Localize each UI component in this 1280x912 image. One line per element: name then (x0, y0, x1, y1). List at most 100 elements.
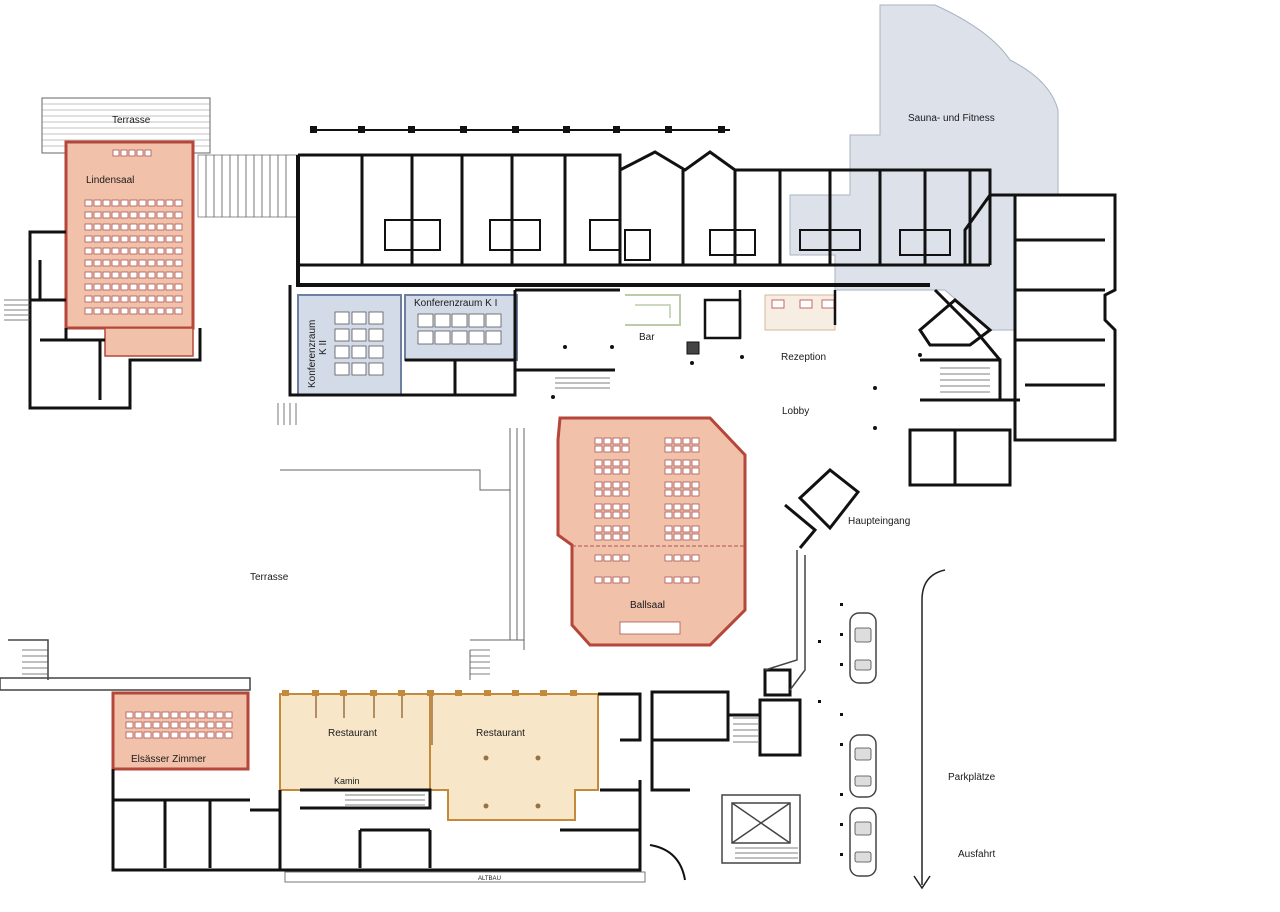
seat-mark (93, 283, 102, 291)
seat-mark (156, 223, 165, 231)
seat-mark (673, 489, 682, 497)
ballsaal-seating (594, 437, 700, 584)
seat-mark (174, 307, 183, 315)
seat-mark (612, 437, 621, 445)
elsasser-zimmer-room[interactable] (111, 691, 250, 771)
seat-mark (120, 149, 128, 157)
ballsaal-room[interactable] (556, 416, 747, 647)
seat-mark (603, 489, 612, 497)
seat-mark (147, 259, 156, 267)
seat-mark (120, 259, 129, 267)
seat-mark (120, 235, 129, 243)
seat-mark (603, 437, 612, 445)
seat-mark (368, 311, 384, 325)
seat-mark (594, 437, 603, 445)
seat-mark (125, 711, 134, 719)
seat-mark (147, 235, 156, 243)
seat-mark (84, 211, 93, 219)
seat-mark (664, 445, 673, 453)
seat-mark (128, 149, 136, 157)
seat-mark (152, 721, 161, 729)
stairs-icon (735, 847, 798, 859)
seat-mark (179, 711, 188, 719)
label-terrace-top: Terrasse (112, 115, 151, 126)
conference-room-k2[interactable] (297, 294, 402, 396)
seat-mark (612, 525, 621, 533)
seat-mark (682, 459, 691, 467)
seat-mark (334, 311, 350, 325)
seat-mark (612, 467, 621, 475)
lindensaal-lower (104, 327, 194, 357)
altbau-outline (284, 871, 646, 883)
seat-mark (594, 554, 603, 562)
seat-mark (621, 459, 630, 467)
seat-mark (691, 481, 700, 489)
seat-mark (156, 199, 165, 207)
seat-mark (138, 259, 147, 267)
sauna-fitness-area[interactable] (789, 4, 1059, 331)
seat-mark (485, 313, 502, 328)
seat-mark (134, 731, 143, 739)
seat-mark (174, 211, 183, 219)
label-rezeption: Rezeption (781, 352, 826, 363)
courtyard-lines (280, 428, 525, 680)
seat-mark (621, 511, 630, 519)
conference-block-walls (288, 285, 620, 397)
seat-mark (147, 211, 156, 219)
seat-mark (621, 554, 630, 562)
seat-mark (612, 445, 621, 453)
seat-mark (594, 459, 603, 467)
seat-mark (682, 481, 691, 489)
seat-mark (612, 459, 621, 467)
stairs-icon (733, 717, 758, 743)
seat-mark (120, 271, 129, 279)
seat-mark (156, 235, 165, 243)
seat-mark (111, 283, 120, 291)
seat-mark (120, 223, 129, 231)
label-ausfahrt: Ausfahrt (958, 849, 995, 860)
seat-mark (102, 223, 111, 231)
seat-mark (682, 503, 691, 511)
seat-mark (673, 467, 682, 475)
seat-mark (594, 489, 603, 497)
seat-mark (673, 481, 682, 489)
label-lindensaal: Lindensaal (86, 175, 134, 186)
seat-mark (111, 223, 120, 231)
seat-mark (111, 259, 120, 267)
seat-mark (134, 711, 143, 719)
restaurant-left[interactable] (279, 693, 431, 791)
seat-mark (129, 199, 138, 207)
seat-mark (138, 235, 147, 243)
lindensaal-wing-walls (28, 230, 202, 410)
seat-mark (165, 211, 174, 219)
seat-mark (102, 247, 111, 255)
seat-mark (682, 467, 691, 475)
seat-mark (147, 307, 156, 315)
seat-mark (691, 467, 700, 475)
seat-mark (621, 525, 630, 533)
main-entrance[interactable] (784, 468, 861, 549)
seat-mark (138, 211, 147, 219)
seat-mark (129, 271, 138, 279)
seat-mark (621, 503, 630, 511)
seat-mark (612, 503, 621, 511)
seat-mark (125, 721, 134, 729)
label-lobby: Lobby (782, 406, 809, 417)
seat-mark (161, 731, 170, 739)
car-icon (849, 734, 877, 798)
seat-mark (161, 721, 170, 729)
label-altbau: ALTBAU (478, 876, 501, 882)
seat-mark (594, 511, 603, 519)
seat-mark (468, 330, 485, 345)
seat-mark (224, 731, 233, 739)
seat-mark (417, 330, 434, 345)
seat-mark (673, 445, 682, 453)
seat-mark (165, 295, 174, 303)
seat-mark (621, 467, 630, 475)
seat-mark (102, 235, 111, 243)
seat-mark (136, 149, 144, 157)
seat-mark (84, 223, 93, 231)
seat-mark (102, 271, 111, 279)
restaurant-right[interactable] (429, 693, 599, 821)
